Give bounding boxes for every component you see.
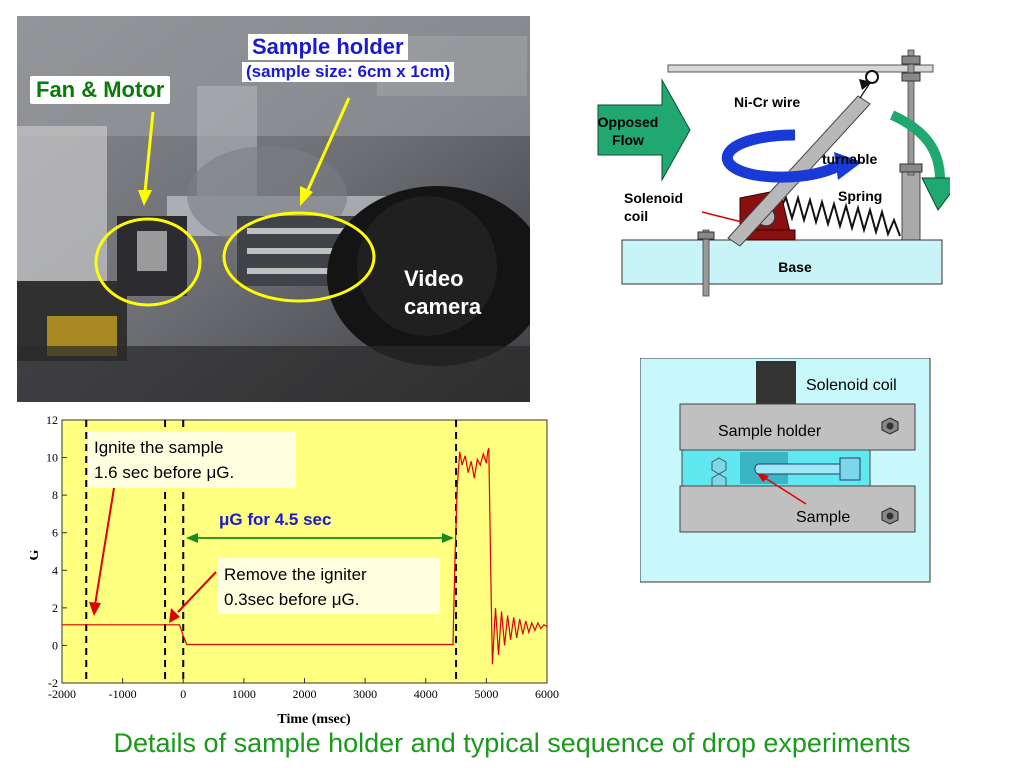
- nicr-wire-label: Ni-Cr wire: [734, 94, 800, 110]
- svg-text:Ignite the sample: Ignite the sample: [94, 438, 223, 457]
- g-series-line: [62, 448, 548, 665]
- y-tick-label: 0: [52, 638, 58, 652]
- ignite-note-box: [88, 432, 296, 488]
- video-camera-line2: camera: [404, 294, 482, 319]
- sample-holder-photo-label: Sample holder: [248, 34, 408, 60]
- svg-text:0.3sec before μG.: 0.3sec before μG.: [224, 590, 359, 609]
- video-camera-label: Video camera: [404, 265, 481, 321]
- base-block: [621, 239, 943, 285]
- remove-note-box: [218, 558, 440, 614]
- sample-rod: [754, 463, 851, 475]
- x-tick-label: 3000: [353, 687, 377, 701]
- rotation-arrow: [889, 110, 945, 181]
- y-tick-label: 6: [52, 526, 58, 540]
- holder-lower-plate: [679, 485, 916, 533]
- slide-caption: Details of sample holder and typical seq…: [113, 728, 911, 758]
- axis-ticks: -2000 -1000 0 1000 2000 3000 4000 5000 6000 -2 0 2 4…: [46, 413, 559, 701]
- x-tick-label: 5000: [474, 687, 498, 701]
- solenoid-coil-label: Solenoid coil: [806, 377, 897, 394]
- video-camera-line1: Video: [404, 266, 464, 291]
- y-tick-label: 10: [46, 451, 58, 465]
- right-post: [901, 169, 921, 243]
- svg-text:coil: coil: [624, 208, 648, 224]
- x-tick-label: 1000: [232, 687, 256, 701]
- g-time-chart: -2000 -1000 0 1000 2000 3000 4000 5000 6000 -2 0 2 4…: [30, 413, 559, 727]
- top-bar: [667, 64, 934, 73]
- spring-label: Spring: [838, 188, 882, 204]
- sample-label: Sample: [796, 509, 850, 526]
- y-tick-label: 8: [52, 488, 58, 502]
- x-tick-label: 6000: [535, 687, 559, 701]
- svg-text:Remove the igniter: Remove the igniter: [224, 565, 367, 584]
- turnable-label: turnable: [822, 151, 877, 167]
- fan-motor-label: Fan & Motor: [30, 76, 171, 104]
- x-tick-label: -1000: [109, 687, 137, 701]
- x-tick-label: -2000: [48, 687, 76, 701]
- sample-size-label: (sample size: 6cm x 1cm): [242, 62, 455, 82]
- holder-upper-plate: [679, 403, 916, 451]
- vertical-markers: [85, 420, 458, 683]
- x-axis-label: Time (msec): [277, 712, 351, 727]
- y-axis-label: G: [30, 549, 42, 560]
- ug-duration-label: μG for 4.5 sec: [219, 510, 331, 529]
- y-tick-label: 4: [52, 563, 58, 577]
- y-tick-label: 2: [52, 601, 58, 615]
- mechanism-diagram: Base Opposed Flow Ni-Cr wire turnable So…: [597, 49, 950, 297]
- y-tick-label: 12: [46, 413, 58, 427]
- svg-text:1.6 sec before μG.: 1.6 sec before μG.: [94, 463, 234, 482]
- spring-coil: [779, 194, 901, 238]
- y-tick-label: -2: [48, 676, 58, 690]
- turnable-arrow: [721, 129, 843, 183]
- sample-holder-label: Sample holder: [718, 423, 822, 440]
- x-tick-label: 0: [180, 687, 186, 701]
- x-tick-label: 2000: [293, 687, 317, 701]
- svg-text:Flow: Flow: [612, 132, 644, 148]
- x-tick-label: 4000: [414, 687, 438, 701]
- svg-text:Solenoid: Solenoid: [624, 190, 683, 206]
- holder-detail-diagram: Solenoid coil Sample holder Sample: [640, 358, 931, 583]
- base-label: Base: [778, 259, 812, 275]
- opposed-flow-arrow: [597, 78, 691, 182]
- svg-text:Opposed: Opposed: [598, 114, 659, 130]
- solenoid-coil-block: [756, 361, 796, 405]
